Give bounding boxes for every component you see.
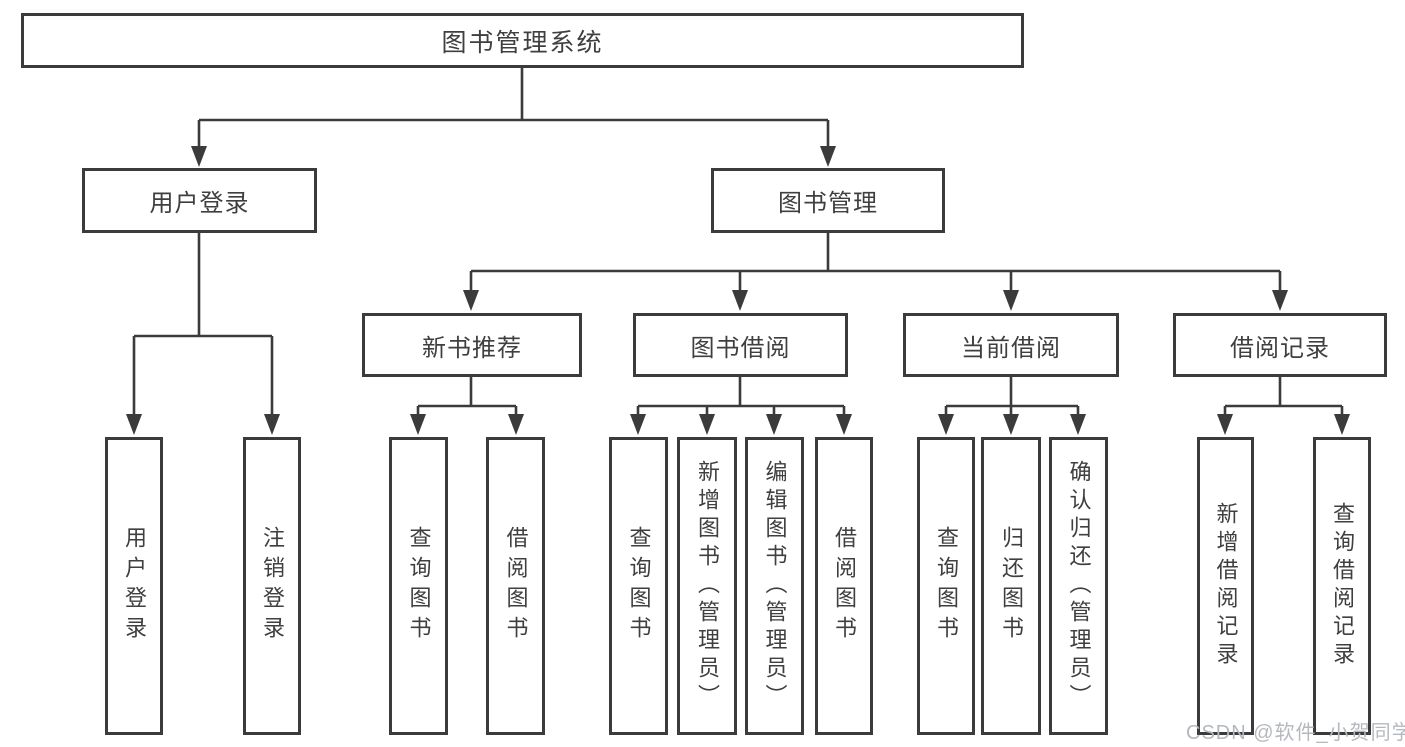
node-borrowing-records-label: 借阅记录 <box>1230 334 1330 362</box>
node-book-management: 图书管理 <box>711 168 945 233</box>
node-query-borrow-record: 查询借阅记录 <box>1313 437 1371 735</box>
node-current-borrowing: 当前借阅 <box>903 313 1119 377</box>
node-new-book-recommend: 新书推荐 <box>362 313 582 377</box>
node-user-login-leaf: 用户登录 <box>105 437 163 735</box>
node-current-borrowing-label: 当前借阅 <box>961 334 1061 362</box>
node-logout-label: 注销登录 <box>260 526 285 646</box>
node-new-book-recommend-label: 新书推荐 <box>422 334 522 362</box>
node-library-system-label: 图书管理系统 <box>441 28 604 57</box>
node-add-borrow-record-label: 新增借阅记录 <box>1213 502 1239 670</box>
node-query-book-rec-label: 查询图书 <box>406 526 432 646</box>
node-confirm-return-admin-label: 确认归还（管理员） <box>1066 460 1092 712</box>
node-borrow-book-label: 借阅图书 <box>832 526 857 646</box>
node-edit-book-admin: 编辑图书（管理员） <box>745 437 804 735</box>
csdn-watermark: CSDN @软件_小贺同学 <box>1186 722 1405 744</box>
node-add-book-admin: 新增图书（管理员） <box>677 437 737 735</box>
node-borrow-book-rec-label: 借阅图书 <box>503 526 529 646</box>
node-query-book-borrow: 查询图书 <box>609 437 668 735</box>
node-library-system: 图书管理系统 <box>21 13 1024 68</box>
node-book-borrowing-label: 图书借阅 <box>690 334 791 362</box>
node-user-login: 用户登录 <box>82 168 317 233</box>
node-book-management-label: 图书管理 <box>778 190 878 217</box>
node-return-book: 归还图书 <box>981 437 1041 735</box>
node-edit-book-admin-label: 编辑图书（管理员） <box>762 460 788 712</box>
node-query-book-rec: 查询图书 <box>389 437 448 735</box>
node-book-borrowing: 图书借阅 <box>633 313 848 377</box>
node-query-borrow-record-label: 查询借阅记录 <box>1330 502 1355 670</box>
node-query-book-current-label: 查询图书 <box>934 526 959 646</box>
node-borrow-book-rec: 借阅图书 <box>486 437 545 735</box>
node-confirm-return-admin: 确认归还（管理员） <box>1049 437 1108 735</box>
node-query-book-current: 查询图书 <box>917 437 975 735</box>
node-logout: 注销登录 <box>243 437 301 735</box>
node-borrowing-records: 借阅记录 <box>1173 313 1387 377</box>
node-borrow-book: 借阅图书 <box>815 437 873 735</box>
node-add-borrow-record: 新增借阅记录 <box>1197 437 1254 735</box>
node-user-login-label: 用户登录 <box>149 190 250 217</box>
node-add-book-admin-label: 新增图书（管理员） <box>695 460 720 712</box>
node-return-book-label: 归还图书 <box>999 526 1024 646</box>
node-query-book-borrow-label: 查询图书 <box>626 526 652 646</box>
node-user-login-leaf-label: 用户登录 <box>122 526 147 646</box>
